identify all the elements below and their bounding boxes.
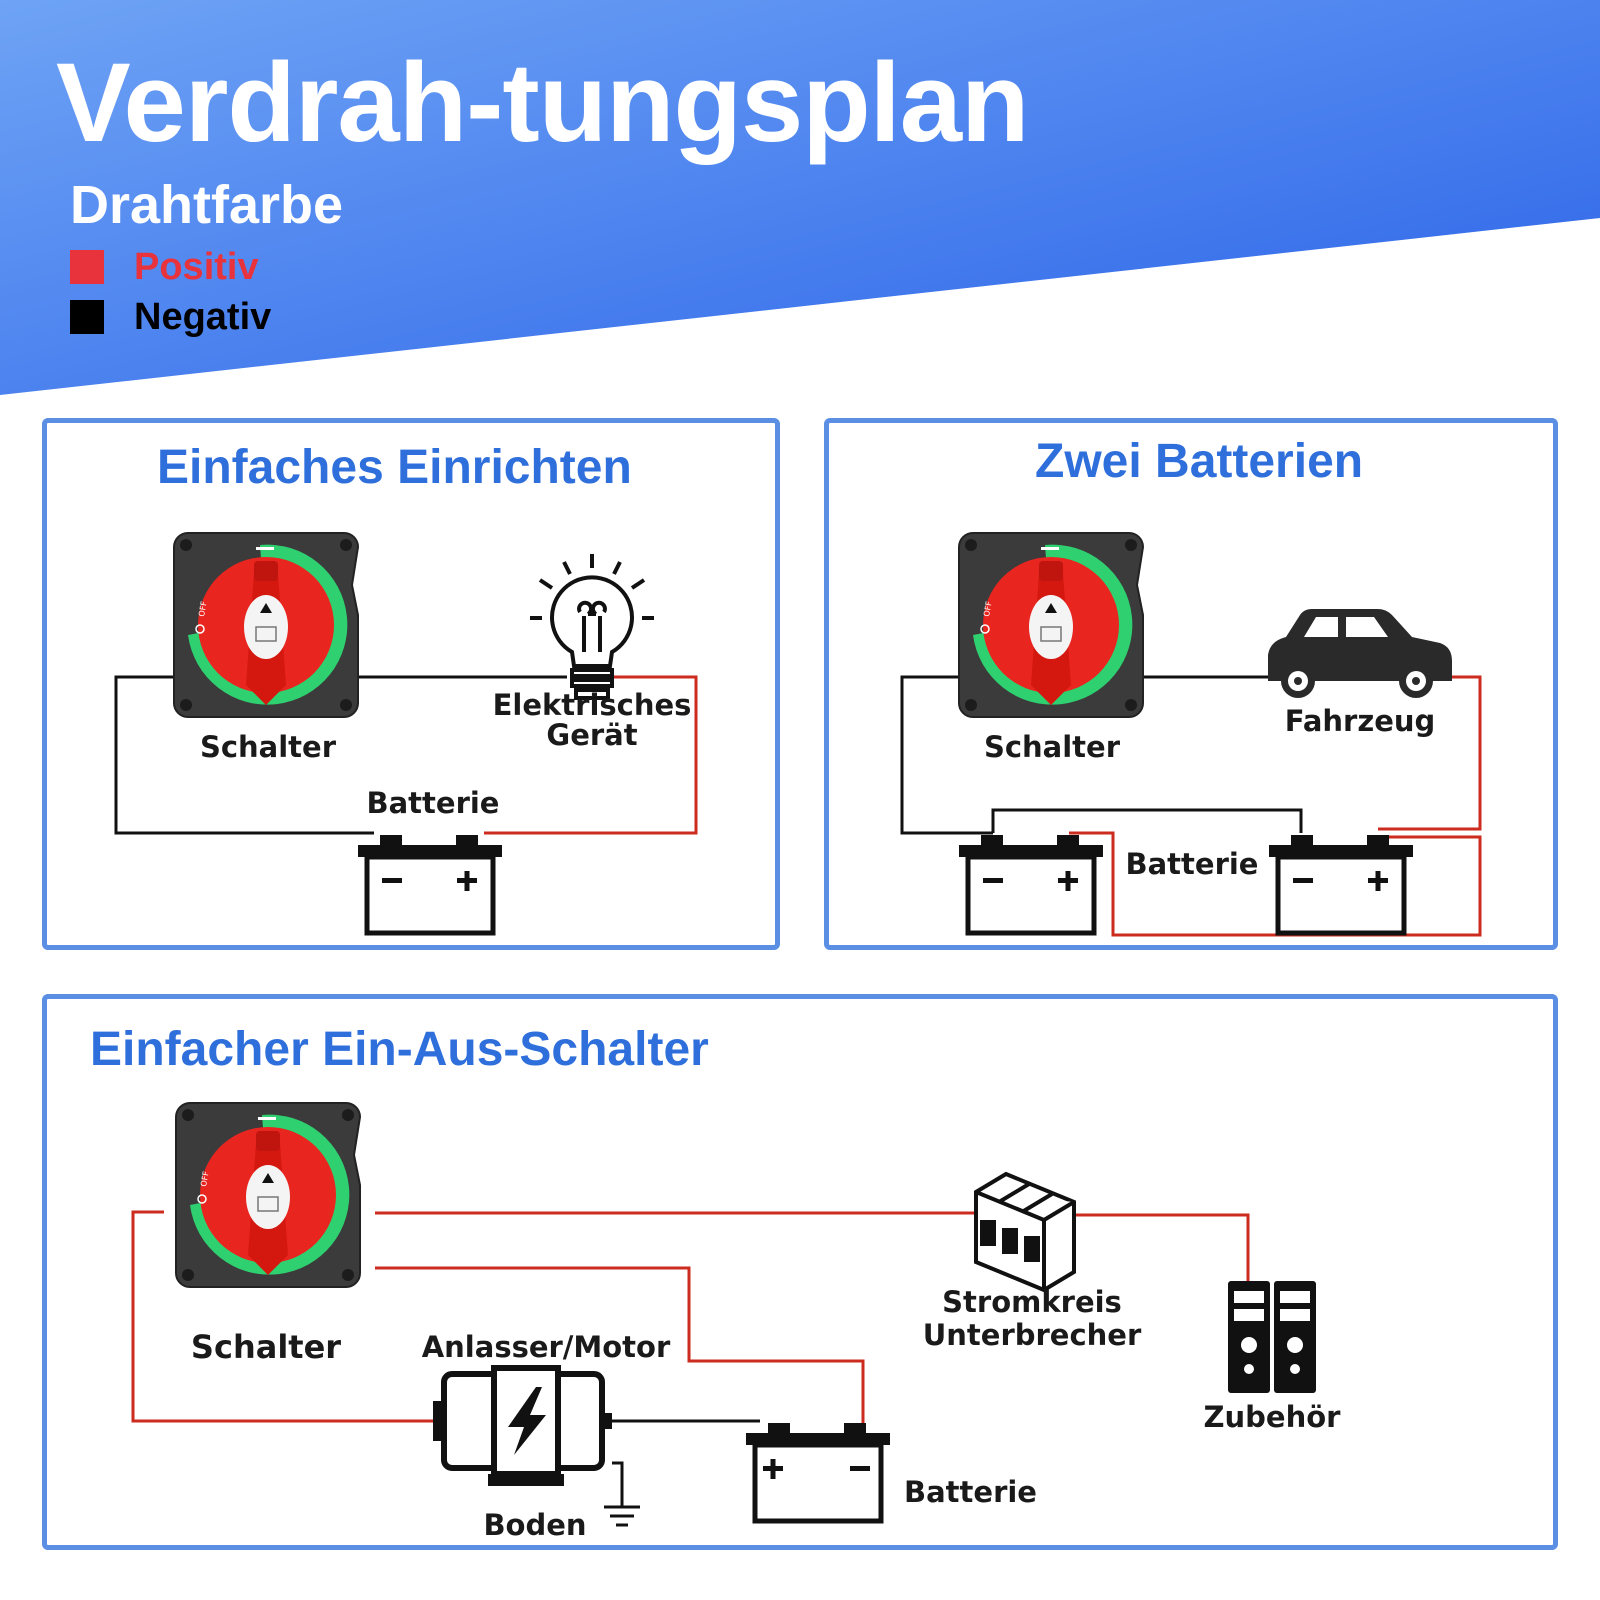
battery-icon [746,1423,890,1521]
two-batteries-switch-label: Schalter [984,730,1121,764]
simple-device-label-line2: Gerät [546,718,637,752]
on-off-breaker-label-line1: Stromkreis [942,1285,1122,1319]
on-off-accessory-label: Zubehör [1204,1400,1342,1434]
panel-simple-setup [42,418,780,950]
simple-switch-label: Schalter [200,730,337,764]
on-off-battery-label: Batterie [904,1475,1037,1509]
battery-icon [358,835,502,933]
legend-label-positive: Positiv [134,246,259,288]
two-batteries-vehicle-label: Fahrzeug [1285,704,1436,738]
battery-switch-icon [173,532,359,718]
battery-switch-icon [175,1102,361,1288]
starter-motor-icon [433,1365,612,1486]
page-title: Verdrah-tungsplan [56,40,1029,165]
battery-icon [1269,835,1413,933]
simple-battery-label: Batterie [367,786,500,820]
on-off-breaker-label-line2: Unterbrecher [923,1318,1142,1352]
battery-icon [959,835,1103,933]
legend-swatch-positive [70,250,104,284]
car-icon [1268,609,1452,698]
accessory-panel-icon [1228,1281,1316,1393]
legend-title: Drahtfarbe [70,175,344,235]
on-off-wires [131,1210,1250,1507]
header-background [0,0,1600,395]
panel-title-two-batteries: Zwei Batterien [1035,435,1364,488]
simple-device-label-line1: Elektrisches [493,688,692,722]
panel-two-batteries [824,418,1558,950]
on-off-ground-label: Boden [483,1508,586,1542]
on-off-motor-label: Anlasser/Motor [422,1330,671,1364]
legend-swatch-negative [70,300,104,334]
ground-icon [604,1505,640,1527]
light-bulb-icon [530,554,654,700]
simple-wires [114,675,698,835]
circuit-breaker-icon [974,1171,1076,1293]
panel-on-off-switch [42,994,1558,1550]
two-batteries-battery-label: Batterie [1126,847,1259,881]
battery-switch-icon [958,532,1144,718]
panel-title-simple: Einfaches Einrichten [157,441,632,494]
on-off-switch-label: Schalter [191,1328,341,1366]
legend-label-negative: Negativ [134,296,272,338]
panel-title-on-off: Einfacher Ein-Aus-Schalter [90,1023,709,1076]
